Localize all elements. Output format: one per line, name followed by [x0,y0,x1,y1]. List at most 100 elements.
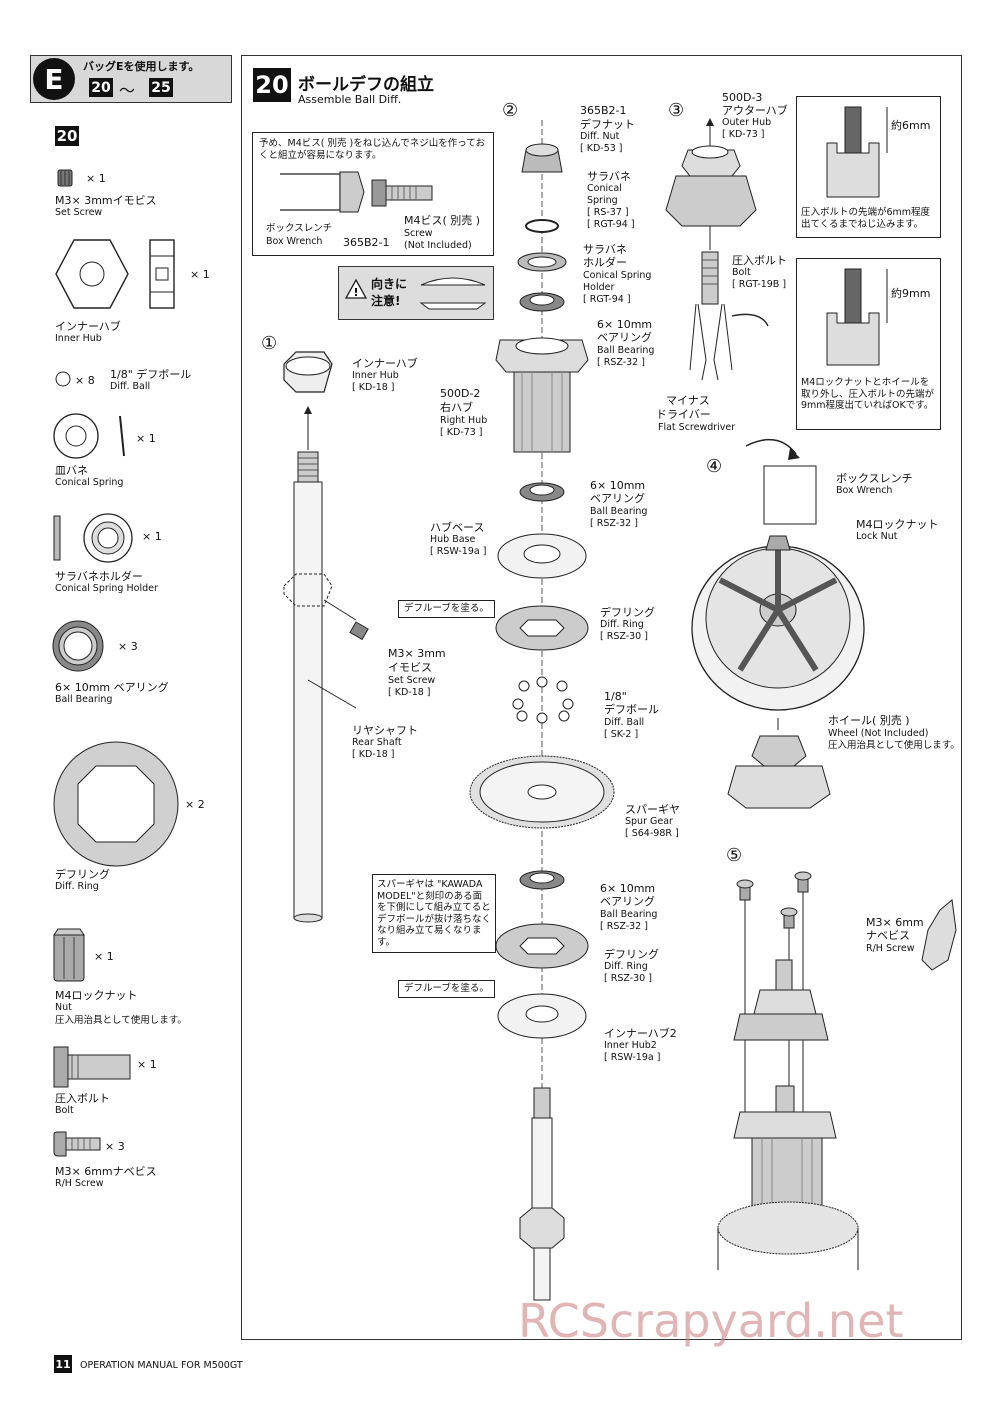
page-number: 11 [54,1355,72,1373]
set-screw-icon [57,169,73,187]
svg-text:!: ! [353,286,358,299]
final-assembly-illustration [717,871,957,1270]
bag-instruction: バッグEを使用します。 [83,60,200,73]
label-lock-nut-jp: M4ロックナット [856,518,939,531]
part-name-en: Diff. Ring [55,881,99,892]
label-rear-shaft-en: Rear Shaft [352,737,402,748]
part-name-en: Inner Hub [55,333,102,344]
diff-exploded-illustration [469,120,615,1301]
step-2-marker: ② [502,100,519,121]
label-diff-ring1-code: [ RSZ-30 ] [600,631,648,642]
label-bearing1-en: Ball Bearing [597,345,655,356]
tip-box-wrench-jp: ボックスレンチ [266,223,333,234]
box-wrench-bolt-illustration [280,171,433,213]
detail-box-9mm: 約9mm M4ロックナットとホイールを取り外し、圧入ボルトの先端が9mm程度出て… [796,258,941,430]
label-bearing3-code: [ RSZ-32 ] [600,921,648,932]
footer-text: OPERATION MANUAL FOR M500GT [80,1360,243,1371]
part-qty: × 8 [75,374,95,387]
label-inner-hub2-en: Inner Hub2 [604,1040,657,1051]
tip-m4-note: (Not Included) [404,240,472,251]
part-name-jp: 圧入ボルト [55,1092,110,1105]
label-right-hub-code: [ KD-73 ] [440,427,483,438]
label-diff-nut-en: Diff. Nut [580,131,620,142]
tip-box: 予め、M4ビス( 別売 )をねじ込んでネジ山を作っておくと組立が容易になります。 [252,132,494,256]
part-name-jp: サラバネホルダー [55,570,143,583]
label-set-screw-jp1: M3× 3mm [388,647,446,660]
label-diff-ring1-jp: デフリング [600,606,655,619]
detail-6mm-note: 圧入ボルトの先端が6mm程度出てくるまでねじ込みます。 [801,207,931,230]
part-name-en: Nut [55,1002,72,1013]
label-bolt-jp: 圧入ボルト [732,254,787,267]
wheel-press-illustration [691,438,865,809]
label-rh-screw-jp1: M3× 6mm [866,916,924,929]
part-qty: × 3 [118,640,138,653]
part-note: 圧入用治具として使用します。 [55,1015,187,1026]
part-qty: × 1 [86,172,106,185]
label-diff-nut-code: [ KD-53 ] [580,143,623,154]
label-diff-ring2-en: Diff. Ring [604,961,648,972]
label-diff-ring2-jp: デフリング [604,948,659,961]
detail-9mm-diagram [826,268,888,366]
part-name-jp: M4ロックナット [55,989,138,1002]
caution-box: ! 向きに 注意! [338,266,494,320]
part-name-jp: 1/8" デフボール [110,368,192,381]
label-rear-shaft-jp: リヤシャフト [352,724,418,737]
label-set-screw-jp2: イモビス [388,661,432,674]
part-name-jp: 6× 10mm ベアリング [55,681,169,694]
label-conical-spring-en2: Spring [587,195,618,206]
label-bearing1-jp2: ベアリング [597,331,652,344]
detail-9mm-note: M4ロックナットとホイールを取り外し、圧入ボルトの先端が9mm程度出ていればOK… [801,377,935,411]
part-name-jp: M3× 3mmイモビス [55,194,157,207]
label-inner-hub-en: Inner Hub [352,370,399,381]
label-outer-hub-code1: 500D-3 [722,91,763,104]
label-box-wrench-en: Box Wrench [836,485,893,496]
label-rh-screw-jp2: ナベビス [866,929,910,942]
part-qty: × 1 [137,1058,157,1071]
part-qty: × 3 [105,1140,125,1153]
inner-hub-icon [55,239,175,309]
label-outer-hub-en: Outer Hub [722,117,772,128]
label-bearing2-jp2: ベアリング [590,492,645,505]
tip-box-wrench-en: Box Wrench [266,236,323,247]
label-conical-spring-en1: Conical [587,183,622,194]
label-hub-base-jp: ハブベース [430,521,485,534]
bag-step-to: 25 [149,78,173,97]
conical-spring-icon [53,413,125,459]
part-name-en: Diff. Ball [110,381,151,392]
label-spur-code: [ S64-98R ] [625,828,679,839]
rh-screw-icon [53,1131,101,1157]
label-bearing2-code: [ RSZ-32 ] [590,518,638,529]
label-conical-spring-code1: [ RS-37 ] [587,207,629,218]
part-qty: × 1 [94,950,114,963]
label-wheel-note: 圧入用治具として使用します。 [828,740,960,751]
detail-6mm-diagram [826,106,888,198]
bolt-icon [53,1046,131,1088]
label-spur-jp: スパーギヤ [625,803,680,816]
label-conical-spring-code2: [ RGT-94 ] [587,219,635,230]
part-name-jp: インナーハブ [55,320,121,333]
label-diff-ball-en: Diff. Ball [604,717,645,728]
label-inner-hub-jp: インナーハブ [352,357,418,370]
detail-6mm-dim: 約6mm [891,119,931,132]
step-4-marker: ④ [706,456,723,477]
part-name-en: Conical Spring Holder [55,583,158,594]
label-bolt-en: Bolt [732,267,751,278]
parts-step-badge: 20 [55,126,79,146]
label-spring-holder-en1: Conical Spring [583,270,652,281]
diff-ring-icon [53,741,179,867]
label-screwdriver-jp1: マイナス [666,394,710,407]
spring-holder-icon [53,513,133,563]
label-spring-holder-en2: Holder [583,282,615,293]
label-right-hub-jp: 右ハブ [440,401,473,414]
label-bearing1-jp1: 6× 10mm [597,318,653,331]
label-outer-hub-jp: アウターハブ [722,104,788,117]
label-spur-en: Spur Gear [625,816,673,827]
label-hub-base-code: [ RSW-19a ] [430,546,487,557]
label-screwdriver-en: Flat Screwdriver [658,422,736,433]
label-spring-holder-jp1: サラバネ [583,243,627,256]
label-diff-ball-code: [ SK-2 ] [604,729,639,740]
label-right-hub-code1: 500D-2 [440,387,481,400]
detail-box-6mm: 約6mm 圧入ボルトの先端が6mm程度出てくるまでねじ込みます。 [796,96,941,238]
label-bearing2-en: Ball Bearing [590,506,648,517]
label-rh-screw-en: R/H Screw [866,943,915,954]
